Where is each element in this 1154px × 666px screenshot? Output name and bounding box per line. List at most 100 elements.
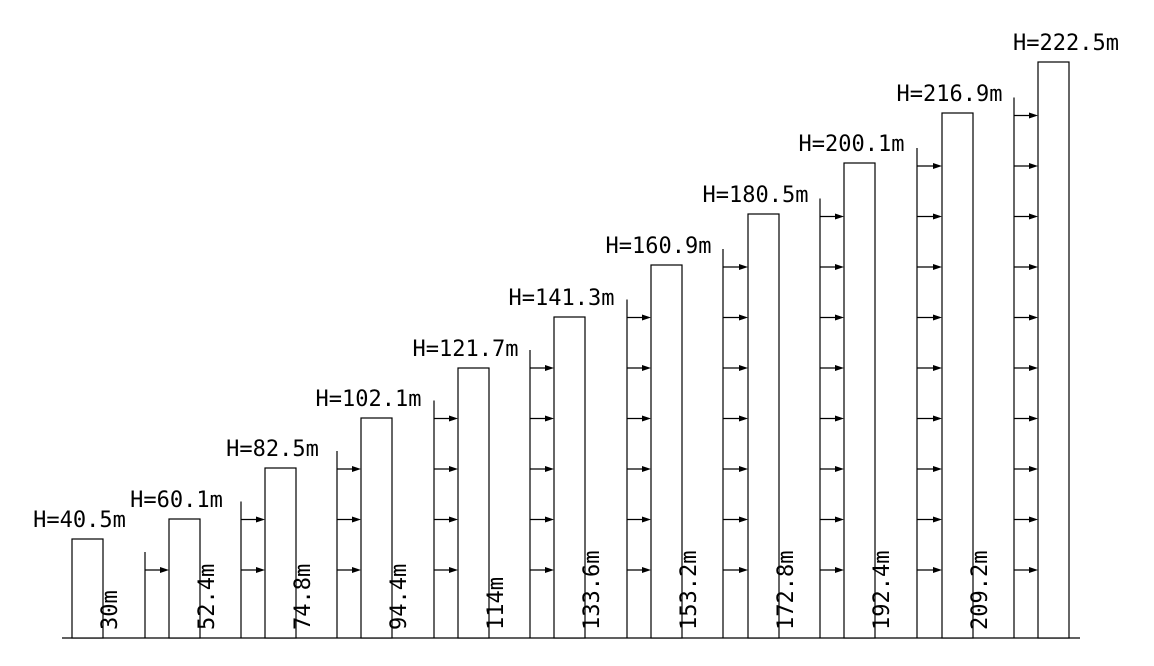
arrow-head bbox=[1029, 112, 1038, 119]
arrow-head bbox=[449, 415, 458, 422]
arrow-head bbox=[256, 567, 265, 573]
arrow-head bbox=[1029, 466, 1038, 472]
arrow bbox=[337, 466, 361, 472]
tower-body bbox=[747, 213, 780, 639]
arrow bbox=[820, 314, 844, 321]
arrow bbox=[723, 567, 748, 573]
distance-label: 74.8m bbox=[291, 564, 316, 630]
arrow bbox=[145, 567, 169, 573]
arrow bbox=[337, 567, 361, 573]
arrow bbox=[917, 415, 942, 422]
tower: H=222.5m bbox=[1013, 31, 1119, 639]
arrow bbox=[530, 516, 554, 523]
gap-marker: 52.4m bbox=[195, 501, 265, 638]
tower: H=102.1m bbox=[316, 387, 421, 639]
arrow-head bbox=[1029, 264, 1038, 270]
arrow-head bbox=[1029, 516, 1038, 523]
arrow-head bbox=[933, 516, 942, 523]
arrow bbox=[917, 365, 942, 371]
arrow-head bbox=[642, 314, 651, 321]
arrow-head bbox=[739, 415, 748, 422]
arrow bbox=[241, 567, 265, 573]
tower: H=82.5m bbox=[226, 437, 319, 639]
gap-marker: 114m bbox=[484, 350, 554, 638]
tower-body bbox=[941, 112, 974, 639]
gap-marker: 172.8m bbox=[774, 198, 844, 638]
arrow bbox=[530, 365, 554, 371]
arrow bbox=[820, 466, 844, 472]
arrow bbox=[917, 264, 942, 270]
arrow-head bbox=[1029, 163, 1038, 169]
arrow bbox=[1014, 415, 1038, 422]
arrow-head bbox=[545, 365, 554, 371]
arrow-head bbox=[352, 466, 361, 472]
distance-label: 133.6m bbox=[580, 551, 605, 630]
tower: H=40.5m bbox=[33, 508, 126, 639]
arrow-head bbox=[256, 516, 265, 523]
arrow bbox=[627, 415, 651, 422]
tower-height-label: H=222.5m bbox=[1013, 31, 1119, 56]
arrow-head bbox=[933, 163, 942, 169]
arrow-head bbox=[739, 314, 748, 321]
tower-body bbox=[650, 264, 683, 639]
arrow bbox=[1014, 264, 1038, 270]
arrow bbox=[917, 163, 942, 169]
arrow-head bbox=[160, 567, 169, 573]
arrow-head bbox=[642, 415, 651, 422]
tower: H=160.9m bbox=[606, 234, 712, 639]
tower-height-label: H=180.5m bbox=[703, 183, 809, 208]
arrow-head bbox=[739, 516, 748, 523]
arrow-head bbox=[1029, 213, 1038, 220]
arrow bbox=[917, 466, 942, 472]
tower-body bbox=[1037, 61, 1070, 639]
distance-label: 192.4m bbox=[870, 551, 895, 630]
arrow-head bbox=[1029, 314, 1038, 321]
arrow bbox=[723, 314, 748, 321]
tower-height-label: H=160.9m bbox=[606, 234, 712, 259]
arrow-head bbox=[449, 516, 458, 523]
arrow bbox=[434, 415, 458, 422]
arrow-head bbox=[545, 567, 554, 573]
distance-label: 172.8m bbox=[774, 551, 799, 630]
tower-body bbox=[264, 467, 297, 639]
tower-body bbox=[553, 316, 586, 639]
distance-label: 30m bbox=[98, 590, 123, 630]
arrow bbox=[723, 415, 748, 422]
arrow bbox=[530, 466, 554, 472]
gap-marker: 153.2m bbox=[677, 249, 748, 638]
arrow-head bbox=[1029, 365, 1038, 371]
arrow-head bbox=[739, 567, 748, 573]
arrow-head bbox=[933, 314, 942, 321]
arrow bbox=[723, 466, 748, 472]
arrow-head bbox=[933, 466, 942, 472]
arrow bbox=[820, 264, 844, 270]
arrow-head bbox=[835, 213, 844, 220]
tower-height-label: H=40.5m bbox=[33, 508, 126, 533]
arrow bbox=[723, 365, 748, 371]
arrow bbox=[241, 516, 265, 523]
arrow-head bbox=[835, 516, 844, 523]
arrow-head bbox=[642, 567, 651, 573]
arrow bbox=[530, 415, 554, 422]
distance-label: 153.2m bbox=[677, 551, 702, 630]
arrow bbox=[1014, 567, 1038, 573]
tower: H=180.5m bbox=[703, 183, 809, 639]
tower-body bbox=[843, 162, 876, 639]
tower: H=200.1m bbox=[799, 132, 904, 639]
arrow bbox=[337, 516, 361, 523]
arrow bbox=[723, 516, 748, 523]
tower-height-label: H=60.1m bbox=[130, 488, 223, 513]
arrow-head bbox=[449, 466, 458, 472]
gap-marker: 133.6m bbox=[580, 299, 651, 638]
arrow bbox=[434, 516, 458, 523]
arrow bbox=[627, 466, 651, 472]
distance-label: 209.2m bbox=[968, 551, 993, 630]
arrow-head bbox=[352, 516, 361, 523]
arrow bbox=[1014, 466, 1038, 472]
tower-body bbox=[457, 367, 490, 639]
arrow-head bbox=[835, 314, 844, 321]
gap-marker: 209.2m bbox=[968, 97, 1038, 638]
arrow-head bbox=[835, 264, 844, 270]
